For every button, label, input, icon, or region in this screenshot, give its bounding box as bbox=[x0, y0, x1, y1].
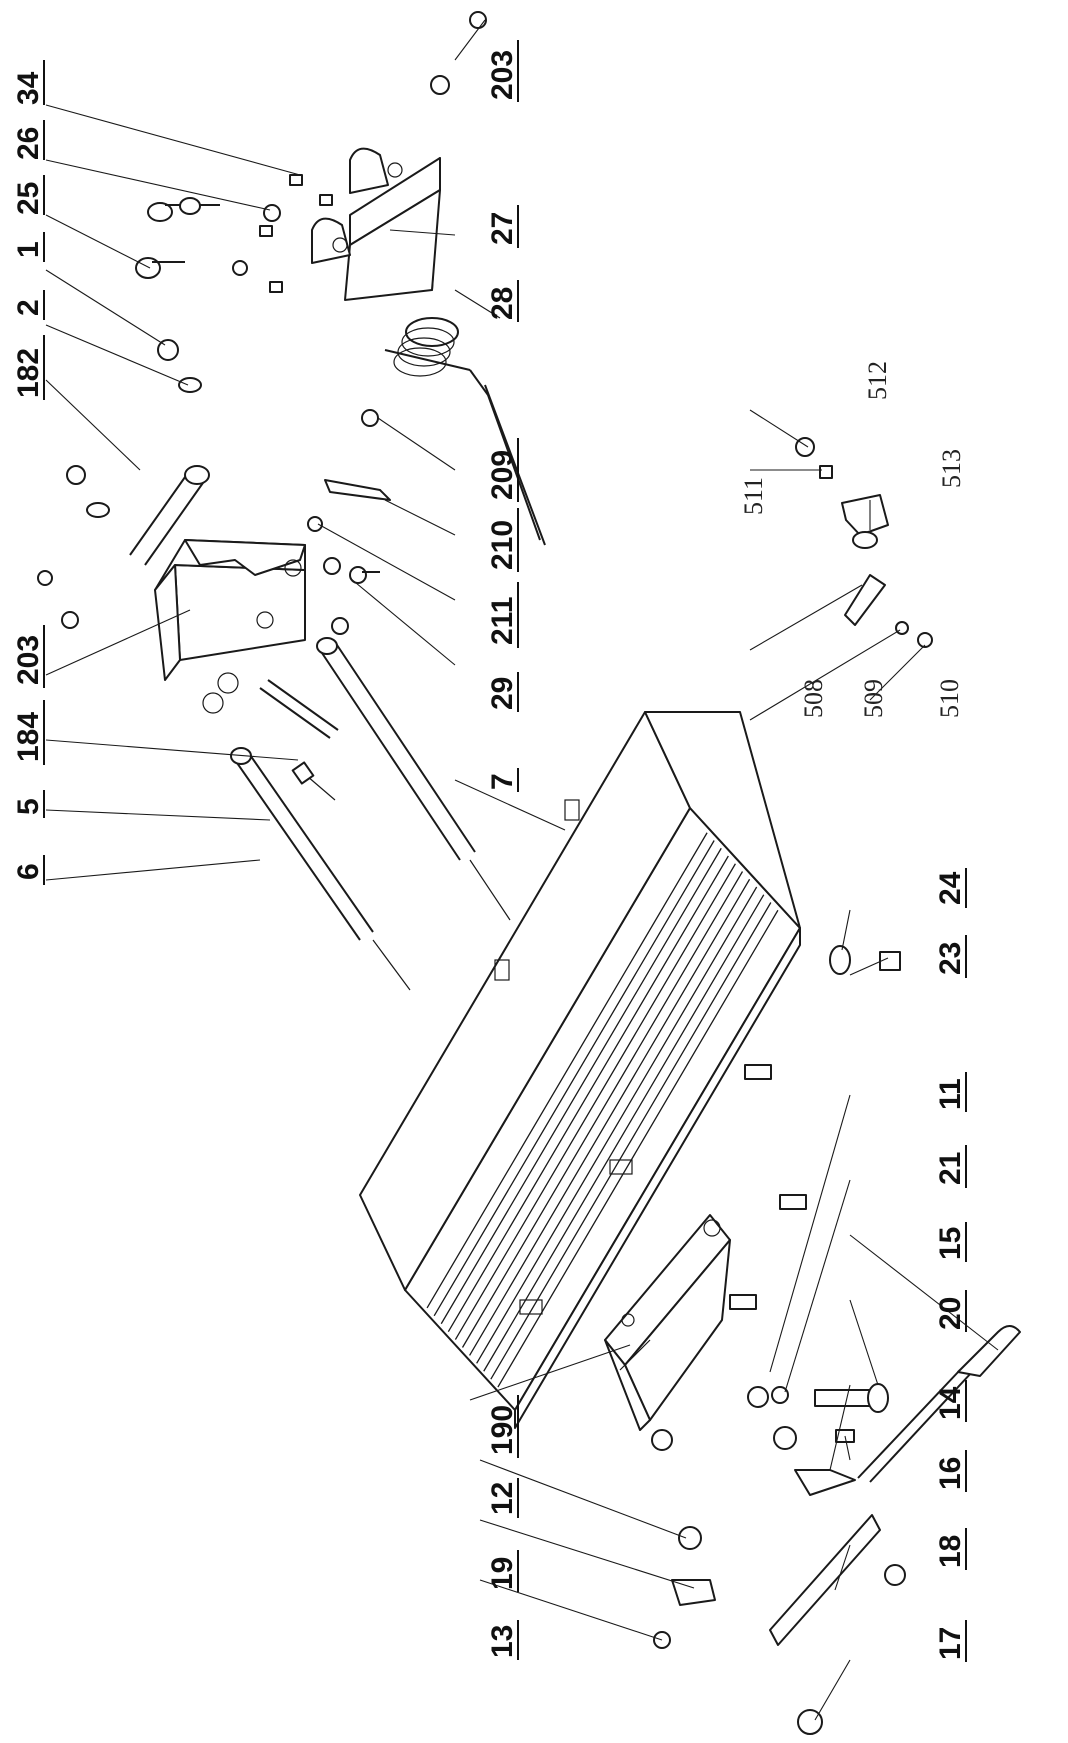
label-29: 29 bbox=[486, 677, 519, 710]
table-groove bbox=[454, 863, 736, 1340]
table-groove bbox=[426, 832, 708, 1309]
label-27: 27 bbox=[486, 212, 519, 245]
hinge-bracket bbox=[311, 147, 441, 301]
clamp-assembly bbox=[795, 437, 933, 648]
label-25: 25 bbox=[12, 182, 45, 215]
table-groove bbox=[461, 871, 744, 1348]
label-203-top: 203 bbox=[486, 50, 519, 100]
guide-rods bbox=[129, 465, 511, 991]
label-509: 509 bbox=[859, 679, 888, 718]
label-1: 1 bbox=[12, 241, 45, 258]
label-23: 23 bbox=[934, 942, 967, 975]
label-203-left: 203 bbox=[12, 635, 45, 685]
label-7: 7 bbox=[486, 773, 519, 790]
label-21: 21 bbox=[934, 1152, 967, 1185]
leader-lines bbox=[45, 19, 999, 1721]
carriage-block bbox=[154, 539, 306, 714]
label-14: 14 bbox=[934, 1386, 967, 1420]
label-18: 18 bbox=[934, 1535, 967, 1568]
table-groove bbox=[483, 894, 765, 1372]
label-209: 209 bbox=[486, 450, 519, 500]
label-20: 20 bbox=[934, 1297, 967, 1330]
work-table-plate bbox=[359, 711, 801, 1429]
lower-bracket bbox=[604, 1214, 731, 1431]
label-24: 24 bbox=[934, 871, 967, 905]
label-184: 184 bbox=[12, 712, 45, 762]
label-26: 26 bbox=[12, 127, 45, 160]
part-number-labels: 34 26 25 1 2 182 203 184 5 6 203 27 28 2… bbox=[12, 50, 967, 1660]
table-groove bbox=[440, 847, 722, 1325]
label-211: 211 bbox=[486, 597, 519, 645]
label-15: 15 bbox=[934, 1227, 967, 1260]
label-512: 512 bbox=[863, 361, 892, 400]
lower-fasteners bbox=[651, 945, 1021, 1735]
label-19: 19 bbox=[486, 1557, 519, 1590]
label-12: 12 bbox=[486, 1482, 519, 1515]
table-groove bbox=[476, 886, 758, 1364]
label-5: 5 bbox=[12, 798, 45, 815]
label-508: 508 bbox=[799, 679, 828, 718]
label-182: 182 bbox=[12, 348, 45, 398]
label-190: 190 bbox=[486, 1405, 519, 1455]
label-210: 210 bbox=[486, 520, 519, 570]
label-6: 6 bbox=[12, 863, 45, 880]
label-16: 16 bbox=[934, 1457, 967, 1490]
table-groove bbox=[433, 840, 715, 1317]
small-fasteners-top bbox=[37, 11, 487, 635]
label-2: 2 bbox=[12, 299, 45, 316]
label-511: 511 bbox=[739, 477, 768, 515]
table-groove bbox=[469, 878, 751, 1356]
label-underlines bbox=[43, 40, 967, 1662]
label-11: 11 bbox=[934, 1078, 967, 1110]
label-28: 28 bbox=[486, 287, 519, 320]
label-513: 513 bbox=[937, 449, 966, 488]
label-510: 510 bbox=[935, 679, 964, 718]
table-groove bbox=[497, 909, 779, 1388]
label-13: 13 bbox=[486, 1625, 519, 1658]
table-groove bbox=[447, 855, 729, 1332]
label-17: 17 bbox=[934, 1627, 967, 1660]
torsion-spring bbox=[384, 317, 546, 546]
label-34: 34 bbox=[12, 71, 45, 105]
